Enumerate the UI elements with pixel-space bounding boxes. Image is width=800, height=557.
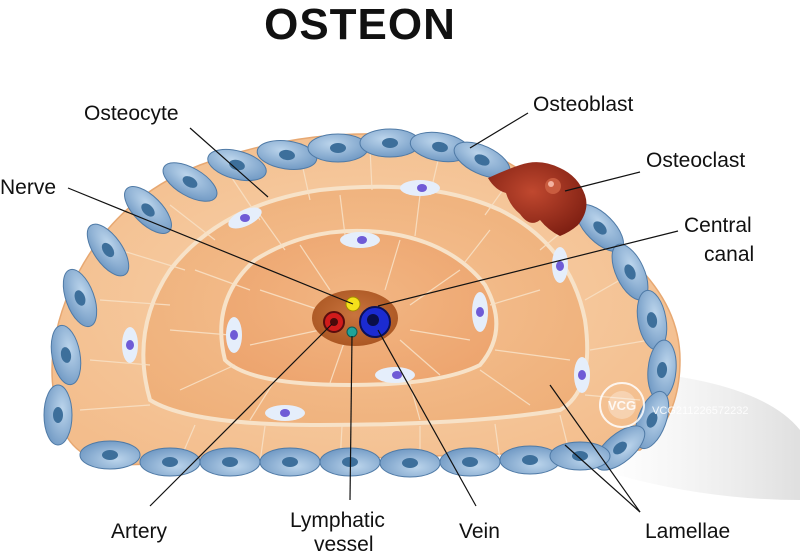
osteocyte-cell [265, 405, 305, 421]
osteoblast-lining [43, 128, 677, 478]
watermark-code: VCG211226572232 [652, 405, 749, 417]
osteocyte-cell [574, 357, 590, 393]
label-lymphatic-line2: vessel [314, 533, 374, 556]
label-vein: Vein [459, 520, 500, 543]
osteoblast-cell [139, 447, 201, 477]
osteocyte-cell [552, 247, 568, 283]
osteoblast-cell [162, 162, 218, 202]
label-osteocyte: Osteocyte [84, 102, 179, 125]
label-central-canal-line2: canal [704, 243, 755, 266]
label-lamellae: Lamellae [645, 520, 731, 543]
leader-lines [67, 112, 679, 513]
osteocyte-leader [189, 127, 269, 198]
vein-leader [377, 329, 477, 507]
label-lymphatic-line1: Lymphatic [290, 509, 385, 532]
osteocyte-cell [375, 367, 415, 383]
osteocyte-cell [228, 207, 262, 229]
osteoblast-cell [453, 141, 511, 179]
diagram-title: OSTEON [264, 0, 456, 49]
osteoblast-cell [499, 445, 561, 475]
osteocyte-cell [400, 180, 440, 196]
lymphatic-leader [349, 335, 353, 501]
label-artery: Artery [111, 520, 168, 543]
watermark-logo: VCG [608, 398, 637, 413]
osteoblast-cell [307, 133, 369, 163]
osteocyte-cell [226, 317, 242, 353]
lymphatic-vessel-dot [346, 326, 358, 338]
nerve-leader [67, 187, 354, 305]
osteoclast-leader [564, 171, 641, 192]
central-canal [312, 290, 398, 346]
label-osteoclast: Osteoclast [646, 149, 746, 172]
osteocyte-cell [122, 327, 138, 363]
label-osteoblast: Osteoblast [533, 93, 634, 116]
osteoblast-cell [43, 384, 73, 446]
osteoblast-cell [611, 243, 649, 301]
osteoblast-cell [256, 140, 318, 170]
osteoblast-cell [50, 324, 82, 386]
osteoblast-cell [86, 223, 130, 277]
osteoblast-cell [62, 268, 98, 328]
osteoblast-leader [469, 112, 529, 149]
lamellae-leader-1 [549, 384, 641, 513]
label-nerve: Nerve [0, 176, 57, 199]
label-central-canal-line1: Central [684, 214, 752, 237]
lamellae-leader-2 [564, 444, 641, 513]
osteoclast-cell [488, 162, 587, 236]
osteoblast-cell [379, 448, 441, 478]
osteoblast-cell [259, 447, 321, 477]
artery-leader [149, 323, 333, 507]
osteoblast-cell [647, 339, 677, 401]
watermark-mark [599, 382, 645, 428]
osteoblast-cell [439, 447, 501, 477]
osteoblast-cell [79, 440, 141, 470]
osteoblast-cell [636, 289, 668, 351]
lamella-cell-boundaries [79, 147, 651, 464]
osteocyte-cell [472, 292, 488, 332]
central-canal-leader [377, 230, 679, 307]
osteoblast-cell [124, 186, 172, 234]
osteocyte-cell [340, 232, 380, 248]
osteoblast-cell [359, 128, 421, 158]
osteoblast-cell [199, 447, 261, 477]
